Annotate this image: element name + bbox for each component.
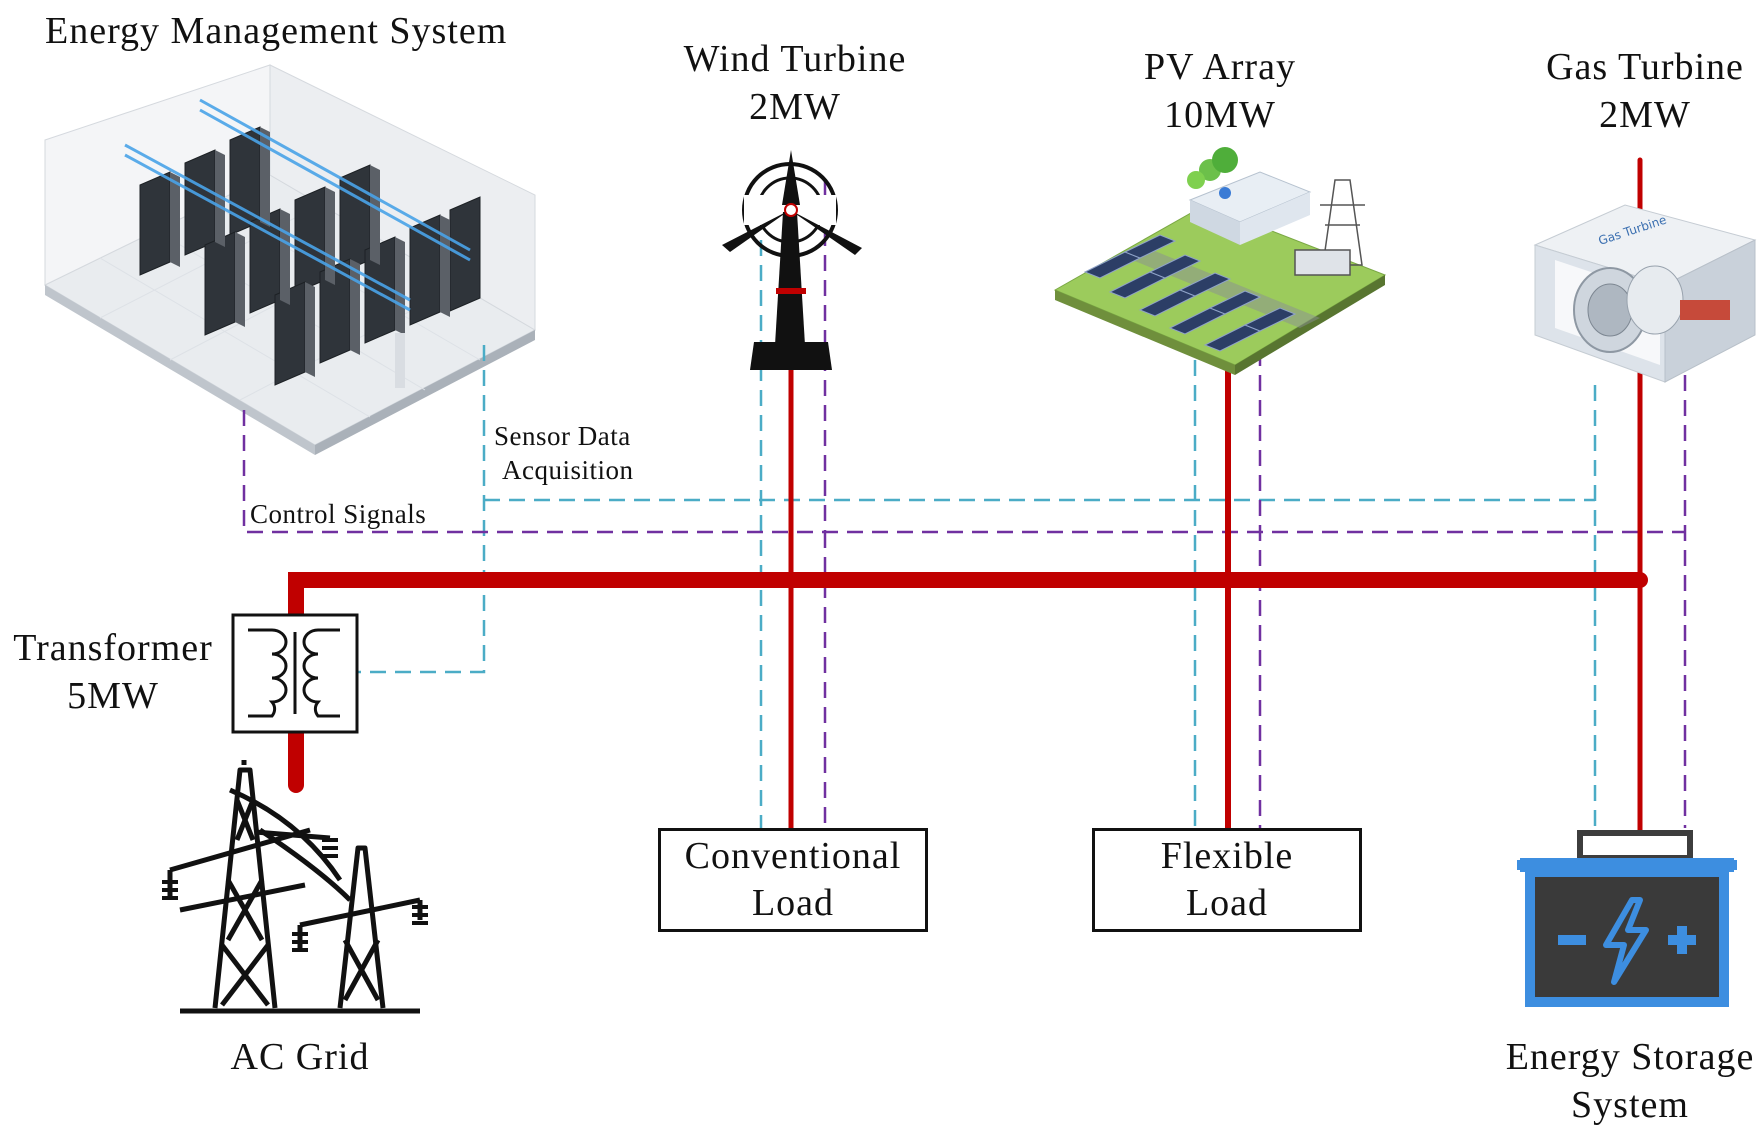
insulator-icons [162, 838, 428, 952]
wind-turbine-title: Wind Turbine [683, 38, 907, 80]
transmission-tower-icon [167, 760, 423, 1014]
main-power-bus [288, 572, 1648, 623]
control-line-ems [242, 410, 1685, 534]
control-signals-label: Control Signals [250, 499, 427, 529]
sensor-data-line2: Acquisition [502, 454, 634, 485]
flexible-load-line1: Flexible [1160, 834, 1294, 877]
transformer-title: Transformer [13, 627, 213, 669]
transformer-icon [231, 613, 359, 734]
gas-turbine-icon: Gas Turbine [1533, 204, 1757, 383]
energy-storage-line2: System [1571, 1083, 1689, 1126]
gas-turbine-label: Gas Turbine 2MW [1535, 44, 1755, 139]
wind-turbine-rating: 2MW [749, 85, 841, 128]
pv-array-icon [1053, 147, 1387, 375]
gas-turbine-rating: 2MW [1599, 93, 1691, 136]
pv-array-rating: 10MW [1164, 93, 1276, 136]
transformer-label: Transformer 5MW [8, 625, 218, 720]
pv-array-title: PV Array [1144, 46, 1296, 88]
gas-turbine-title: Gas Turbine [1546, 46, 1744, 88]
sensor-line-ems [357, 345, 486, 674]
sensor-data-line1: Sensor Data [494, 421, 631, 451]
battery-icon [1517, 830, 1737, 1007]
wind-turbine-label: Wind Turbine 2MW [680, 36, 910, 131]
conventional-load-line2: Load [751, 882, 835, 924]
flexible-load-box: Flexible Load [1092, 828, 1362, 932]
data-center-icon [43, 64, 537, 455]
ac-grid-label: AC Grid [230, 1036, 370, 1078]
ems-label: Energy Management System [45, 10, 508, 52]
conventional-load-line1: Conventional [684, 834, 902, 877]
pv-array-label: PV Array 10MW [1120, 44, 1320, 139]
energy-storage-label: Energy Storage System [1500, 1034, 1760, 1129]
transformer-rating: 5MW [67, 674, 159, 717]
energy-storage-line1: Energy Storage [1505, 1036, 1755, 1078]
conventional-load-box: Conventional Load [658, 828, 928, 932]
sensor-data-label: Sensor Data Acquisition [494, 420, 634, 488]
flexible-load-line2: Load [1185, 882, 1269, 924]
wind-turbine-icon [722, 150, 862, 370]
